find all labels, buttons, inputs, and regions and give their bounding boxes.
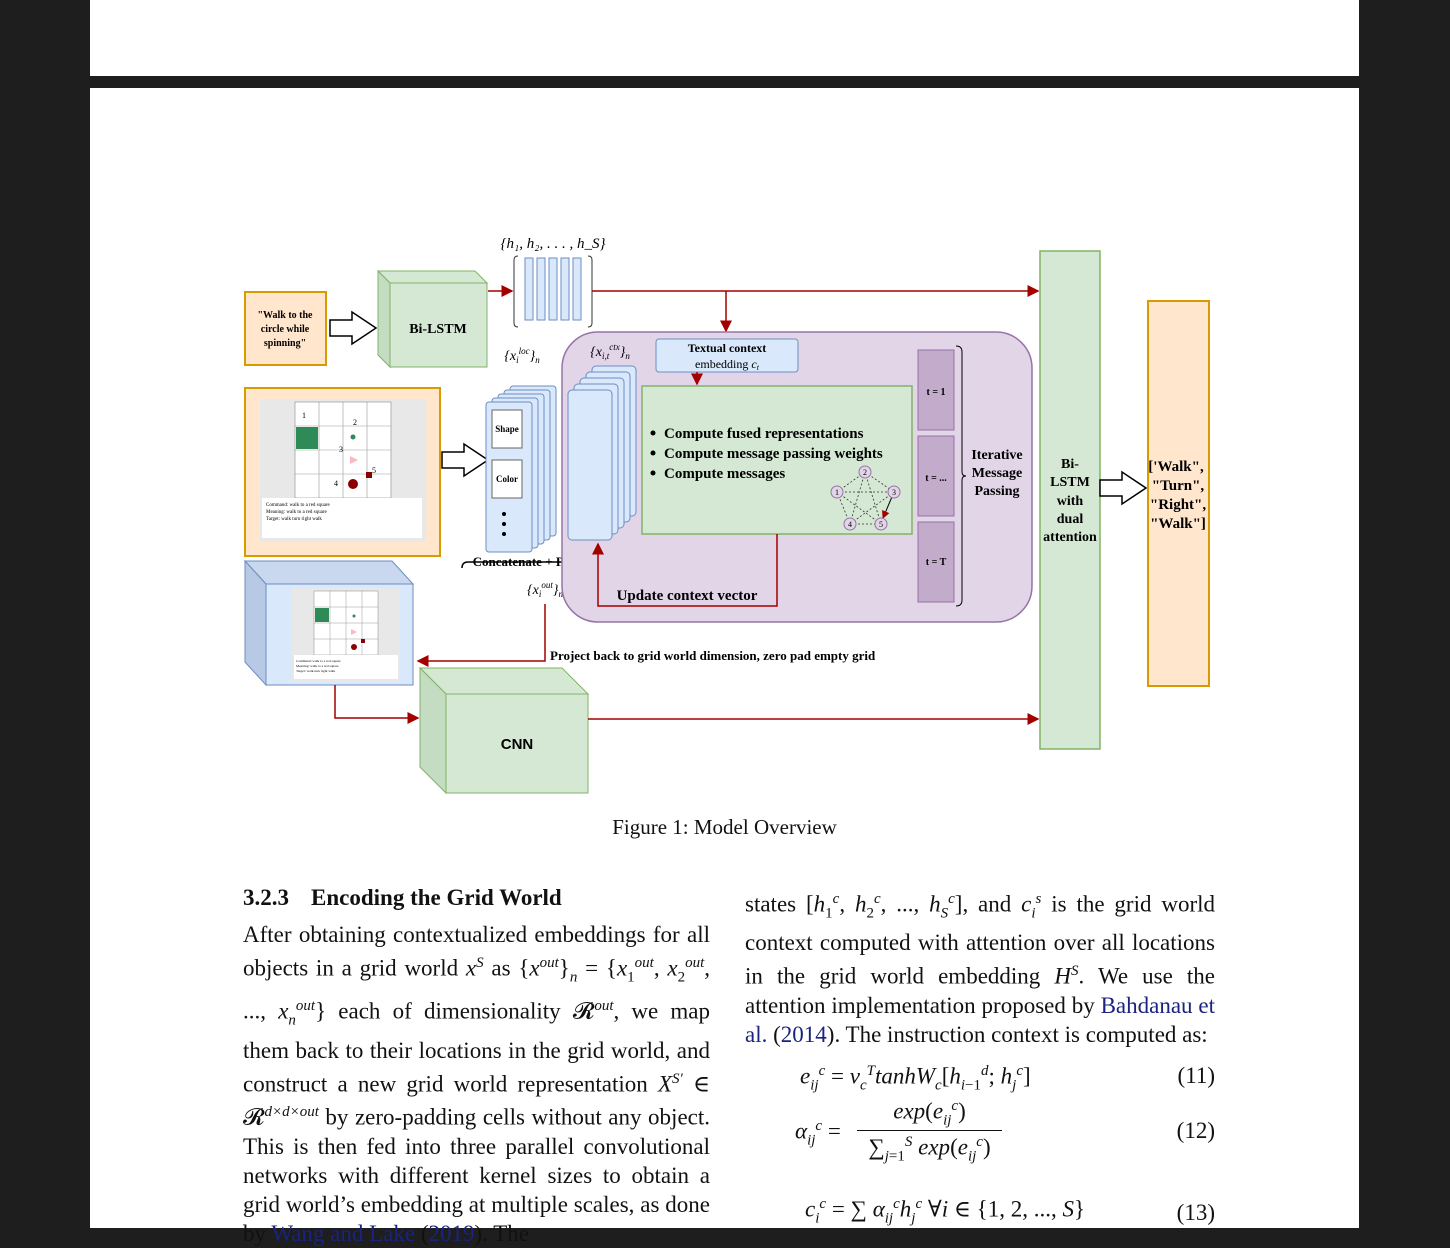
input-line-2: circle while (261, 324, 310, 335)
graph-nodes: 2 1 3 4 5 (830, 465, 901, 531)
svg-text:dual: dual (1057, 512, 1084, 527)
equation-12: αijc = exp(eijc) ∑j=1S exp(eijc) (12) (795, 1098, 1215, 1165)
right-column-text: states [h1c, h2c, ..., hSc], and cis is … (745, 891, 1216, 1047)
svg-text:Meaning: walk to a red square: Meaning: walk to a red square (296, 664, 339, 668)
textual-context-box: Textual context embedding ct (655, 338, 799, 373)
svg-text:Compute messages: Compute messages (664, 466, 785, 482)
svg-text:Meaning: walk to a red square: Meaning: walk to a red square (266, 510, 327, 515)
bilstm-encoder: Bi-LSTM (376, 269, 489, 369)
equation-11: eijc = vcTtanhWc[hi−1d; hjc] (11) (800, 1063, 1215, 1094)
svg-text:3: 3 (339, 445, 343, 454)
object-embedding-stack: Shape Color (485, 385, 557, 553)
update-context-label: Update context vector (617, 588, 758, 604)
svg-text:t = ...: t = ... (925, 473, 947, 484)
equation-13: cic = ∑ αijchjc ∀i ∈ {1, 2, ..., S} (13) (805, 1196, 1215, 1227)
svg-text:4: 4 (334, 479, 338, 488)
svg-text:"Walk"]: "Walk"] (1150, 516, 1206, 532)
svg-text:t = T: t = T (926, 557, 947, 568)
svg-text:Command: walk to a red square: Command: walk to a red square (296, 659, 341, 663)
svg-text:embedding ct: embedding ct (695, 357, 760, 372)
hidden-states-box (513, 255, 593, 328)
svg-text:CNN: CNN (501, 736, 534, 753)
xloc-label: {xiloc}n (504, 346, 540, 365)
svg-text:Iterative: Iterative (971, 448, 1022, 463)
input-line-3: spinning" (264, 338, 306, 349)
svg-text:2: 2 (863, 468, 867, 477)
svg-text:Bi-: Bi- (1061, 457, 1079, 472)
input-instruction-box: "Walk to the circle while spinning" (244, 291, 327, 366)
svg-text:with: with (1057, 494, 1084, 509)
input-line-1: "Walk to the (258, 310, 314, 321)
xout-label: {xiout}n (527, 580, 563, 599)
hollow-arrow-1 (329, 310, 378, 346)
bilstm-dual-attention: Bi- LSTM with dual attention (1039, 250, 1101, 750)
compute-box: Compute fused representations Compute me… (641, 385, 913, 535)
svg-text:['Walk",: ['Walk", (1148, 459, 1204, 475)
hollow-arrow-2 (441, 442, 490, 478)
hollow-arrow-3 (1099, 470, 1148, 506)
padded-grid-world: Command: walk to a red square Meaning: w… (243, 559, 415, 687)
context-object-stack (567, 365, 637, 541)
previous-page (90, 0, 1359, 76)
svg-text:Command: walk to a red square: Command: walk to a red square (266, 503, 331, 508)
cnn-block: CNN (418, 666, 590, 795)
svg-text:Target: walk turn right walk: Target: walk turn right walk (266, 517, 322, 522)
grid-world-input: 1 2 3 4 5 Command: walk to a red square … (244, 387, 441, 557)
svg-text:5: 5 (372, 466, 376, 475)
model-overview-figure: {h₁, h₂, . . . , h_S} "Walk to the circl… (243, 236, 1210, 795)
citation-wang-lake[interactable]: Wang and Lake (271, 1220, 416, 1246)
svg-text:"Turn",: "Turn", (1152, 478, 1205, 494)
svg-text:2: 2 (353, 418, 357, 427)
svg-text:Compute message passing weight: Compute message passing weights (664, 446, 883, 462)
svg-text:4: 4 (848, 520, 852, 529)
svg-text:Message: Message (972, 466, 1023, 481)
update-context-arrow (592, 534, 778, 607)
project-back-label: Project back to grid world dimension, ze… (550, 648, 876, 663)
hidden-states-label: {h₁, h₂, . . . , h_S} (501, 236, 606, 252)
svg-text:Target: walk turn right walk: Target: walk turn right walk (296, 669, 335, 673)
svg-text:3: 3 (892, 488, 896, 497)
svg-text:Color: Color (496, 474, 518, 484)
xctx-label: {xi,tctx}n (590, 342, 630, 361)
svg-text:LSTM: LSTM (1050, 475, 1090, 490)
svg-text:Bi-LSTM: Bi-LSTM (409, 322, 467, 337)
svg-text:Textual context: Textual context (688, 341, 767, 355)
svg-text:5: 5 (879, 520, 883, 529)
svg-text:Shape: Shape (495, 424, 519, 434)
figure-caption: Figure 1: Model Overview (612, 815, 837, 839)
time-steps: t = 1 t = ... t = T Iterative Message Pa… (917, 345, 1023, 607)
svg-text:"Right",: "Right", (1150, 497, 1206, 513)
svg-text:1: 1 (835, 488, 839, 497)
output-actions-box: ['Walk", "Turn", "Right", "Walk"] (1147, 300, 1210, 687)
svg-text:attention: attention (1043, 530, 1097, 545)
left-column-text: After obtaining contextualized embedding… (243, 922, 711, 1246)
citation-bahdanau[interactable]: Bahdanau et al. (745, 992, 1215, 1047)
svg-text:Compute fused representations: Compute fused representations (664, 426, 864, 442)
svg-text:1: 1 (302, 411, 306, 420)
svg-text:Passing: Passing (974, 484, 1019, 499)
paper-page: {h₁, h₂, . . . , h_S} "Walk to the circl… (90, 88, 1359, 1246)
svg-text:t = 1: t = 1 (926, 387, 945, 398)
